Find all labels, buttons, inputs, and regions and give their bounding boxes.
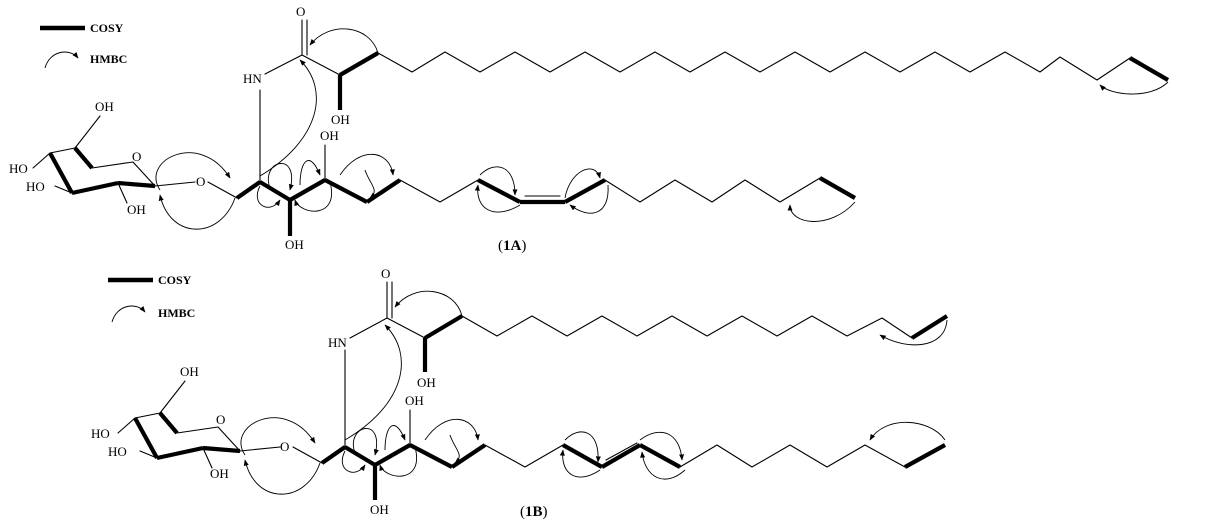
carbonyl-oxygen-label: O xyxy=(381,266,390,281)
legend-hmbc-label: HMBC xyxy=(90,52,127,66)
sugar-ring-oxygen-label: O xyxy=(216,412,225,427)
sugar-oh-2-label: OH xyxy=(127,202,146,217)
hmbc-arrows-1A xyxy=(155,28,1169,230)
acyl-chain-1A: HN O OH xyxy=(243,4,1170,127)
legend-hmbc-arrow xyxy=(111,305,146,323)
legend-hmbc-arrow xyxy=(44,51,79,69)
glycosidic-oxygen-label: O xyxy=(196,174,205,189)
legend-top: COSY HMBC xyxy=(40,21,127,69)
oh-4-label: OH xyxy=(370,502,389,517)
legend-hmbc-label: HMBC xyxy=(158,306,195,320)
sugar-oh-4-label: HO xyxy=(91,426,110,441)
sphingoid-core-1B: OH OH xyxy=(320,349,487,517)
legend-cosy-label: COSY xyxy=(158,273,192,287)
oh-4-label: OH xyxy=(285,237,304,252)
sugar-oh-6-label: OH xyxy=(95,99,114,114)
structure-1B: OH HO HO OH O O OH OH HN O xyxy=(91,266,949,520)
legend-cosy-label: COSY xyxy=(90,21,124,35)
compound-label-1B: (1B) xyxy=(520,504,548,520)
sugar-ring-oxygen-label: O xyxy=(132,149,141,164)
sugar-oh-2-label: OH xyxy=(210,466,229,481)
sugar-oh-4-label: HO xyxy=(9,161,28,176)
sphingoid-chain-1A xyxy=(399,176,857,205)
oh-2prime-label: OH xyxy=(417,375,436,390)
hmbc-arrows-1B xyxy=(240,290,948,495)
glucose-ring-1A: OH HO HO OH O O xyxy=(9,99,238,217)
amide-nh-label: HN xyxy=(328,335,347,350)
sphingoid-core-1A: OH OH xyxy=(235,89,402,252)
acyl-chain-1B: HN O OH xyxy=(328,266,949,390)
glycosidic-oxygen-label: O xyxy=(280,439,289,454)
oh-3-label: OH xyxy=(320,128,339,143)
glucose-ring-1B: OH HO HO OH O O xyxy=(91,364,323,481)
structure-1A: OH HO HO OH O O OH OH HN O xyxy=(9,4,1170,254)
oh-3-label: OH xyxy=(405,393,424,408)
oh-2prime-label: OH xyxy=(331,112,350,127)
legend-bottom: COSY HMBC xyxy=(108,273,195,323)
sphingoid-chain-1B xyxy=(484,442,947,469)
carbonyl-oxygen-label: O xyxy=(296,4,305,19)
sugar-oh-3-label: HO xyxy=(26,179,45,194)
sugar-oh-3-label: HO xyxy=(108,444,127,459)
sugar-oh-6-label: OH xyxy=(180,364,199,379)
amide-nh-label: HN xyxy=(243,71,262,86)
compound-label-1A: (1A) xyxy=(498,238,526,254)
